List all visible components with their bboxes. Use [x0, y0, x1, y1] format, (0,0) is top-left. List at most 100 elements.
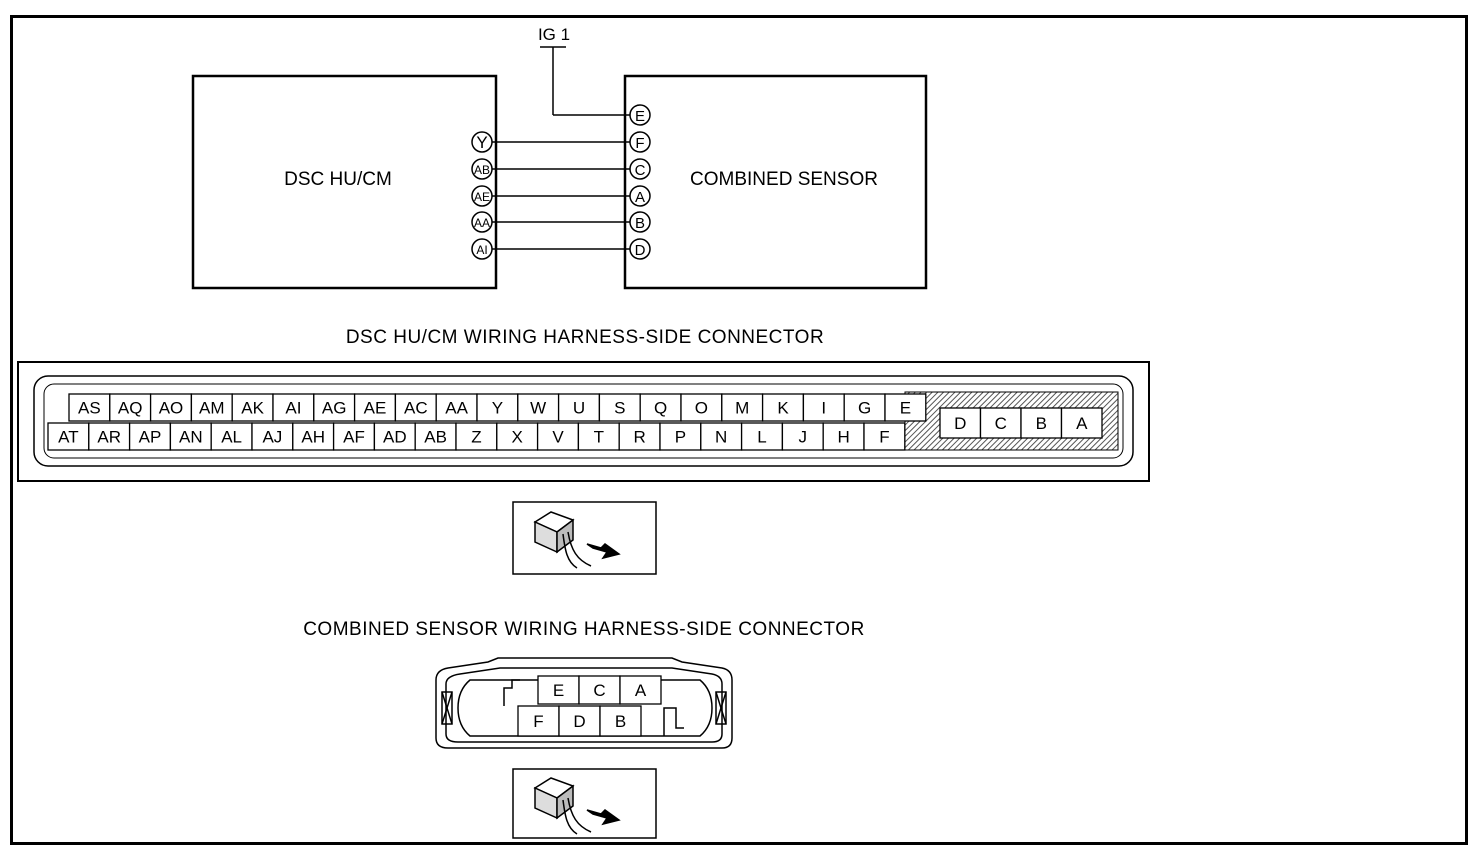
dsc-large-pin-cell: B [1020, 407, 1063, 439]
dsc-pin-cell: AB [414, 422, 457, 451]
svg-text:C: C [593, 681, 605, 700]
harness-side-view-icon [512, 501, 657, 575]
dsc-pin-cell: M [721, 393, 764, 422]
dsc-pin-cell: AA [435, 393, 478, 422]
sensor-pin-cell: B [599, 705, 642, 737]
dsc-pin-cell: AL [210, 422, 253, 451]
svg-text:V: V [552, 428, 564, 447]
dsc-pin-cell: X [496, 422, 539, 451]
sensor-pin-f: F [629, 131, 651, 153]
svg-text:AB: AB [474, 163, 490, 177]
svg-text:R: R [633, 428, 645, 447]
svg-text:AG: AG [322, 399, 347, 418]
svg-text:AQ: AQ [118, 399, 143, 418]
sensor-pin-d: D [629, 238, 651, 260]
dsc-pin-cell: Y [476, 393, 519, 422]
dsc-pin-cell: F [863, 422, 906, 451]
svg-text:AA: AA [445, 399, 468, 418]
dsc-box-label: DSC HU/CM [284, 169, 392, 190]
sensor-pin-cell: D [558, 705, 601, 737]
dsc-pin-cell: AQ [109, 393, 152, 422]
dsc-large-pin-cell: D [939, 407, 982, 439]
dsc-pin-cell: AO [149, 393, 193, 422]
svg-text:AR: AR [97, 428, 121, 447]
svg-text:F: F [533, 712, 543, 731]
dsc-pin-cell: AI [272, 393, 315, 422]
svg-text:E: E [900, 399, 911, 418]
dsc-pin-cell: AR [88, 422, 131, 451]
dsc-pin-cell: Z [455, 422, 498, 451]
svg-text:AI: AI [476, 243, 487, 257]
svg-text:X: X [512, 428, 523, 447]
svg-text:I: I [821, 399, 826, 418]
sensor-pin-cell: F [517, 705, 560, 737]
dsc-pin-cell: AE [353, 393, 397, 422]
dsc-pin-cell: V [536, 422, 580, 451]
sensor-box-label: COMBINED SENSOR [690, 169, 878, 190]
svg-text:Y: Y [476, 133, 487, 152]
svg-text:T: T [594, 428, 604, 447]
svg-text:C: C [635, 162, 646, 179]
diagram-frame [10, 15, 1468, 845]
svg-text:B: B [635, 215, 645, 232]
dsc-pin-cell: AS [68, 393, 111, 422]
dsc-pin-cell: AN [169, 422, 212, 451]
svg-text:D: D [954, 414, 966, 433]
svg-text:B: B [1036, 414, 1047, 433]
dsc-pin-cell: I [802, 393, 845, 422]
dsc-pin-aa: AA [471, 211, 493, 233]
svg-text:K: K [777, 399, 789, 418]
svg-text:L: L [757, 428, 766, 447]
svg-text:AK: AK [241, 399, 264, 418]
dsc-pin-ae: AE [471, 185, 493, 207]
dsc-pin-cell: N [700, 422, 743, 451]
dsc-pin-cell: AF [332, 422, 376, 451]
dsc-pin-cell: AG [313, 393, 356, 422]
signal-wires [492, 141, 630, 250]
dsc-pin-cell: G [843, 393, 886, 422]
svg-text:B: B [615, 712, 626, 731]
dsc-pin-cell: AH [292, 422, 335, 451]
svg-text:G: G [858, 399, 871, 418]
dsc-large-pin-cell: C [979, 407, 1022, 439]
svg-text:E: E [635, 108, 645, 125]
sensor-pin-cell: C [578, 675, 621, 705]
svg-text:AP: AP [139, 428, 162, 447]
dsc-pin-cell: AT [47, 422, 90, 451]
dsc-pin-cell: R [618, 422, 661, 451]
dsc-pin-cell: AM [190, 393, 233, 422]
ig1-power-feed: IG 1 [538, 25, 630, 116]
svg-text:J: J [799, 428, 808, 447]
dsc-pin-cell: J [781, 422, 824, 451]
svg-text:F: F [635, 135, 644, 152]
svg-text:A: A [635, 189, 645, 206]
dsc-pin-cell: E [884, 393, 927, 422]
dsc-pin-cell: K [761, 393, 805, 422]
dsc-pin-cell: L [740, 422, 784, 451]
svg-text:AC: AC [404, 399, 428, 418]
svg-text:AN: AN [179, 428, 203, 447]
dsc-pin-cell: W [517, 393, 560, 422]
dsc-pin-ab: AB [471, 158, 493, 180]
sensor-pin-a: A [629, 185, 651, 207]
svg-text:W: W [530, 399, 546, 418]
dsc-pin-cell: AD [373, 422, 416, 451]
svg-text:AT: AT [58, 428, 78, 447]
svg-text:F: F [879, 428, 889, 447]
sensor-pin-b: B [629, 211, 651, 233]
svg-text:AL: AL [221, 428, 242, 447]
sensor-connector-title: COMBINED SENSOR WIRING HARNESS-SIDE CONN… [303, 619, 865, 640]
svg-text:C: C [995, 414, 1007, 433]
sensor-pin-cell: A [619, 675, 662, 705]
svg-text:AS: AS [78, 399, 101, 418]
svg-text:P: P [675, 428, 686, 447]
dsc-pin-cell: Q [639, 393, 682, 422]
svg-text:AO: AO [159, 399, 184, 418]
svg-text:AD: AD [383, 428, 407, 447]
svg-text:AF: AF [343, 428, 365, 447]
